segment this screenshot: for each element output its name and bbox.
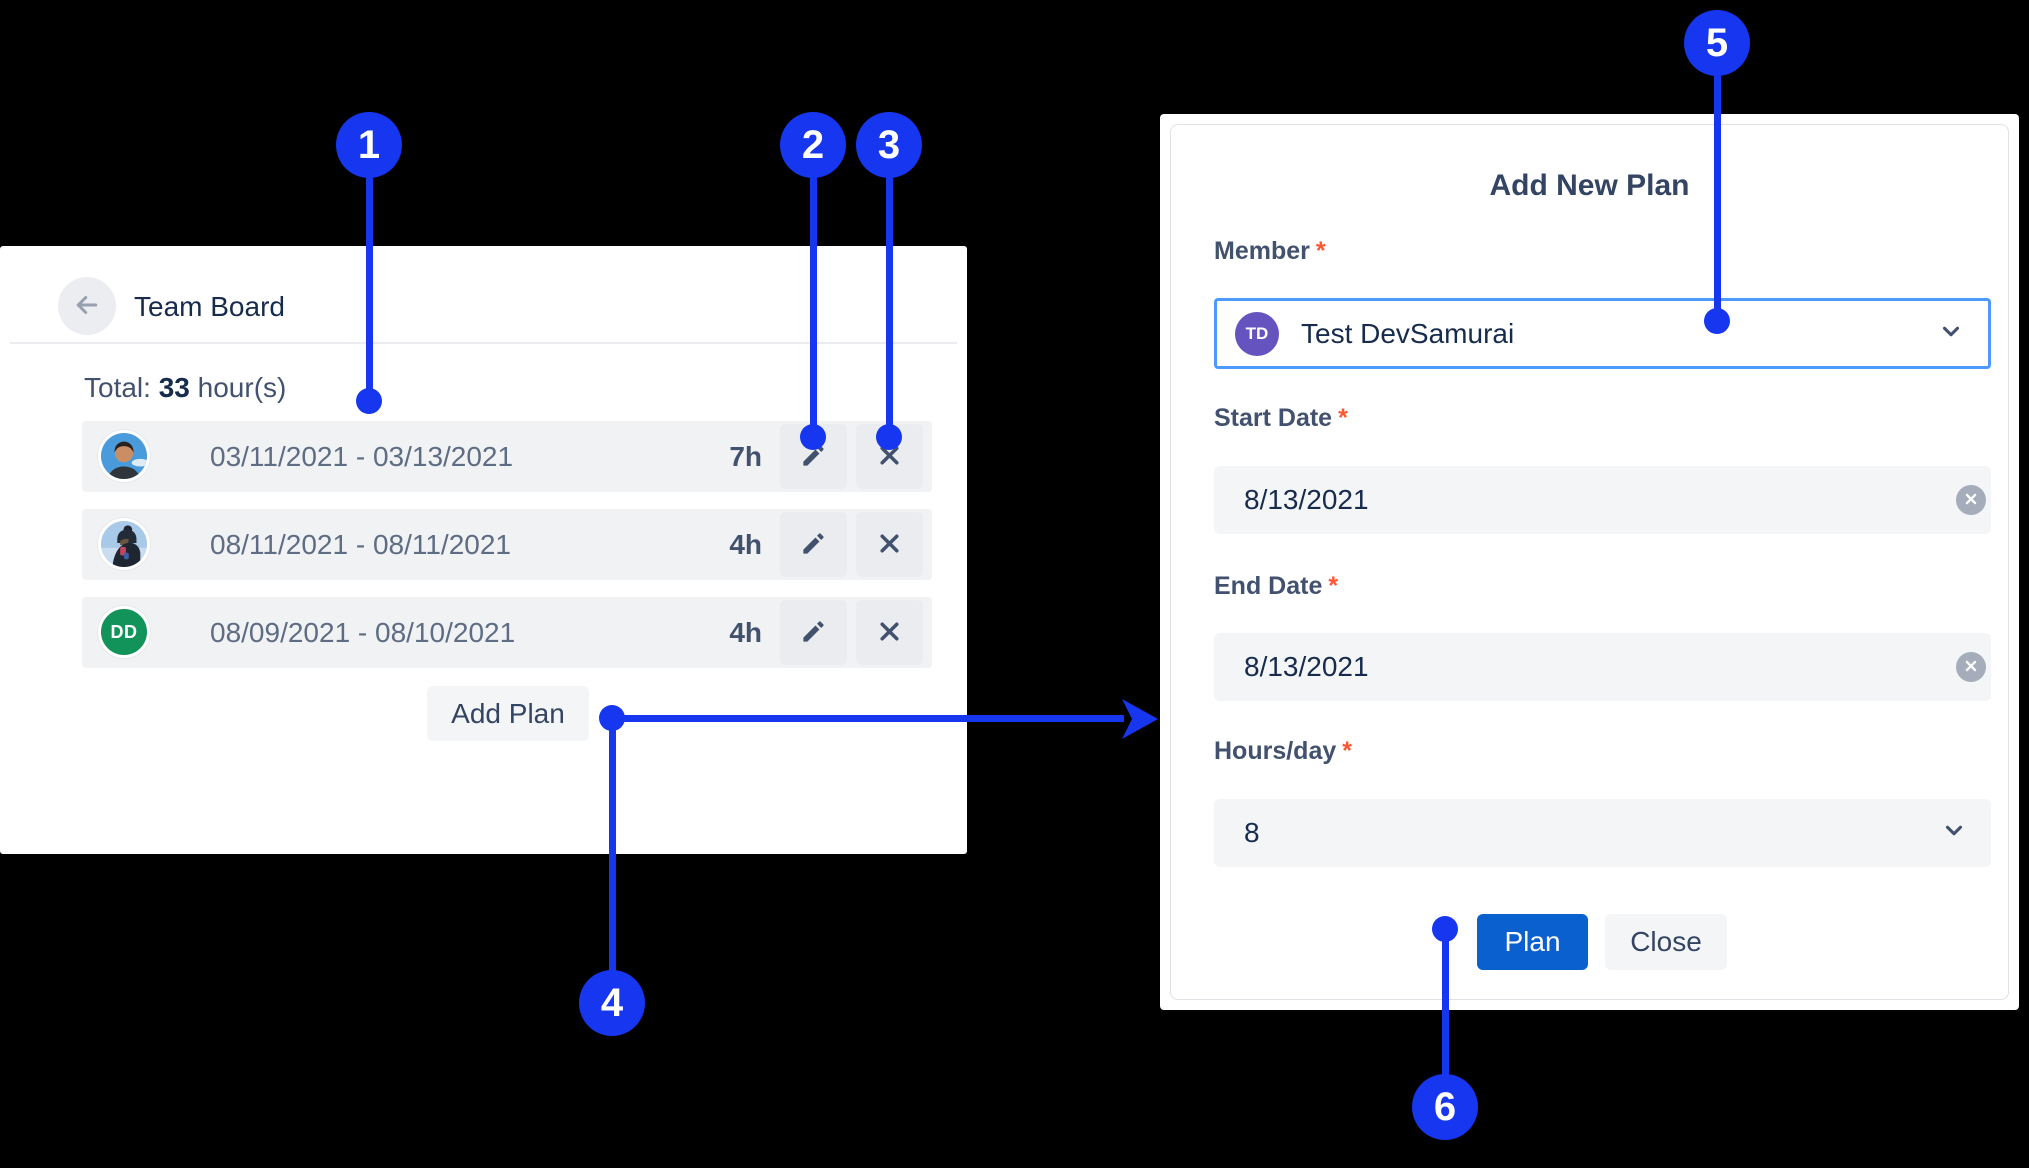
marker-line-4-horizontal: [612, 715, 1124, 722]
chevron-down-icon: [1941, 818, 1967, 849]
annotation-marker-6: 6: [1412, 1074, 1478, 1140]
plan-row: DD 08/09/2021 - 08/10/2021 4h: [82, 597, 932, 668]
end-date-label: End Date*: [1214, 572, 1339, 600]
delete-plan-button[interactable]: [856, 512, 923, 577]
required-asterisk: *: [1328, 572, 1339, 600]
required-asterisk: *: [1315, 237, 1326, 265]
member-select[interactable]: TD Test DevSamurai: [1214, 298, 1991, 369]
hours-per-day-label: Hours/day*: [1214, 737, 1352, 765]
marker-line-1: [366, 176, 373, 392]
marker-dot-3: [876, 424, 902, 450]
start-date-label: Start Date*: [1214, 404, 1348, 432]
start-date-input[interactable]: [1214, 466, 1991, 534]
clear-start-date-button[interactable]: [1956, 485, 1986, 515]
dialog-title: Add New Plan: [1489, 169, 1690, 202]
clear-x-icon: [1964, 659, 1978, 676]
clear-x-icon: [1964, 492, 1978, 509]
marker-line-3: [886, 176, 893, 428]
annotation-marker-4: 4: [579, 970, 645, 1036]
clear-end-date-button[interactable]: [1956, 652, 1986, 682]
pencil-icon: [800, 618, 827, 648]
member-label: Member*: [1214, 237, 1326, 265]
hours-per-day-select[interactable]: 8: [1214, 799, 1991, 867]
marker-line-2: [810, 176, 817, 428]
marker-dot-1: [356, 388, 382, 414]
marker-line-4-vertical: [609, 718, 616, 972]
close-button[interactable]: Close: [1605, 914, 1727, 970]
marker-dot-6: [1432, 916, 1458, 942]
total-hours: Total: 33 hour(s): [84, 372, 286, 404]
required-asterisk: *: [1342, 737, 1352, 765]
marker-line-5: [1714, 74, 1721, 312]
marker-line-6: [1442, 929, 1449, 1076]
marker-dot-4: [599, 705, 625, 731]
close-icon: [877, 531, 902, 559]
divider: [10, 342, 957, 344]
plan-hours: 4h: [729, 529, 762, 560]
add-plan-dialog: Add New Plan Member* TD Test DevSamurai …: [1160, 114, 2019, 1010]
marker-dot-5: [1704, 308, 1730, 334]
photo-man-sky: [101, 433, 147, 479]
annotation-marker-1: 1: [336, 112, 402, 178]
dialog-frame: Add New Plan Member* TD Test DevSamurai …: [1170, 124, 2009, 1000]
team-board-panel: Team Board Total: 33 hour(s) 03/11/2021 …: [0, 246, 967, 854]
panel-title: Team Board: [134, 291, 285, 322]
end-date-input[interactable]: [1214, 633, 1991, 701]
close-icon: [877, 619, 902, 647]
member-avatar-initials: DD: [98, 606, 150, 658]
back-button[interactable]: [58, 277, 116, 335]
chevron-down-icon: [1938, 318, 1964, 349]
pencil-icon: [800, 442, 827, 472]
arrow-right-icon: [1120, 696, 1160, 747]
plan-button[interactable]: Plan: [1477, 914, 1588, 970]
plan-row: 08/11/2021 - 08/11/2021 4h: [82, 509, 932, 580]
annotation-marker-2: 2: [780, 112, 846, 178]
required-asterisk: *: [1338, 404, 1348, 432]
plan-date-range: 08/11/2021 - 08/11/2021: [210, 529, 511, 560]
annotation-marker-3: 3: [856, 112, 922, 178]
total-suffix: hour(s): [197, 372, 287, 403]
plan-hours: 7h: [729, 441, 762, 472]
close-icon: [877, 443, 902, 471]
total-label: Total:: [84, 372, 151, 403]
edit-plan-button[interactable]: [780, 512, 847, 577]
plan-date-range: 08/09/2021 - 08/10/2021: [210, 617, 516, 648]
member-avatar-photo: [98, 430, 150, 482]
plan-row: 03/11/2021 - 03/13/2021 7h: [82, 421, 932, 492]
back-arrow-icon: [72, 290, 102, 323]
member-avatar-photo: [98, 518, 150, 570]
member-avatar-td: TD: [1235, 311, 1279, 356]
edit-plan-button[interactable]: [780, 600, 847, 665]
pencil-icon: [800, 530, 827, 560]
photo-person-beanie: [101, 521, 147, 567]
plan-hours: 4h: [729, 617, 762, 648]
hours-per-day-value: 8: [1244, 817, 1260, 848]
delete-plan-button[interactable]: [856, 600, 923, 665]
annotation-marker-5: 5: [1684, 10, 1750, 76]
marker-dot-2: [800, 424, 826, 450]
member-value: Test DevSamurai: [1301, 318, 1515, 349]
plan-date-range: 03/11/2021 - 03/13/2021: [210, 441, 514, 472]
total-value: 33: [158, 372, 190, 403]
add-plan-button[interactable]: Add Plan: [427, 686, 589, 741]
